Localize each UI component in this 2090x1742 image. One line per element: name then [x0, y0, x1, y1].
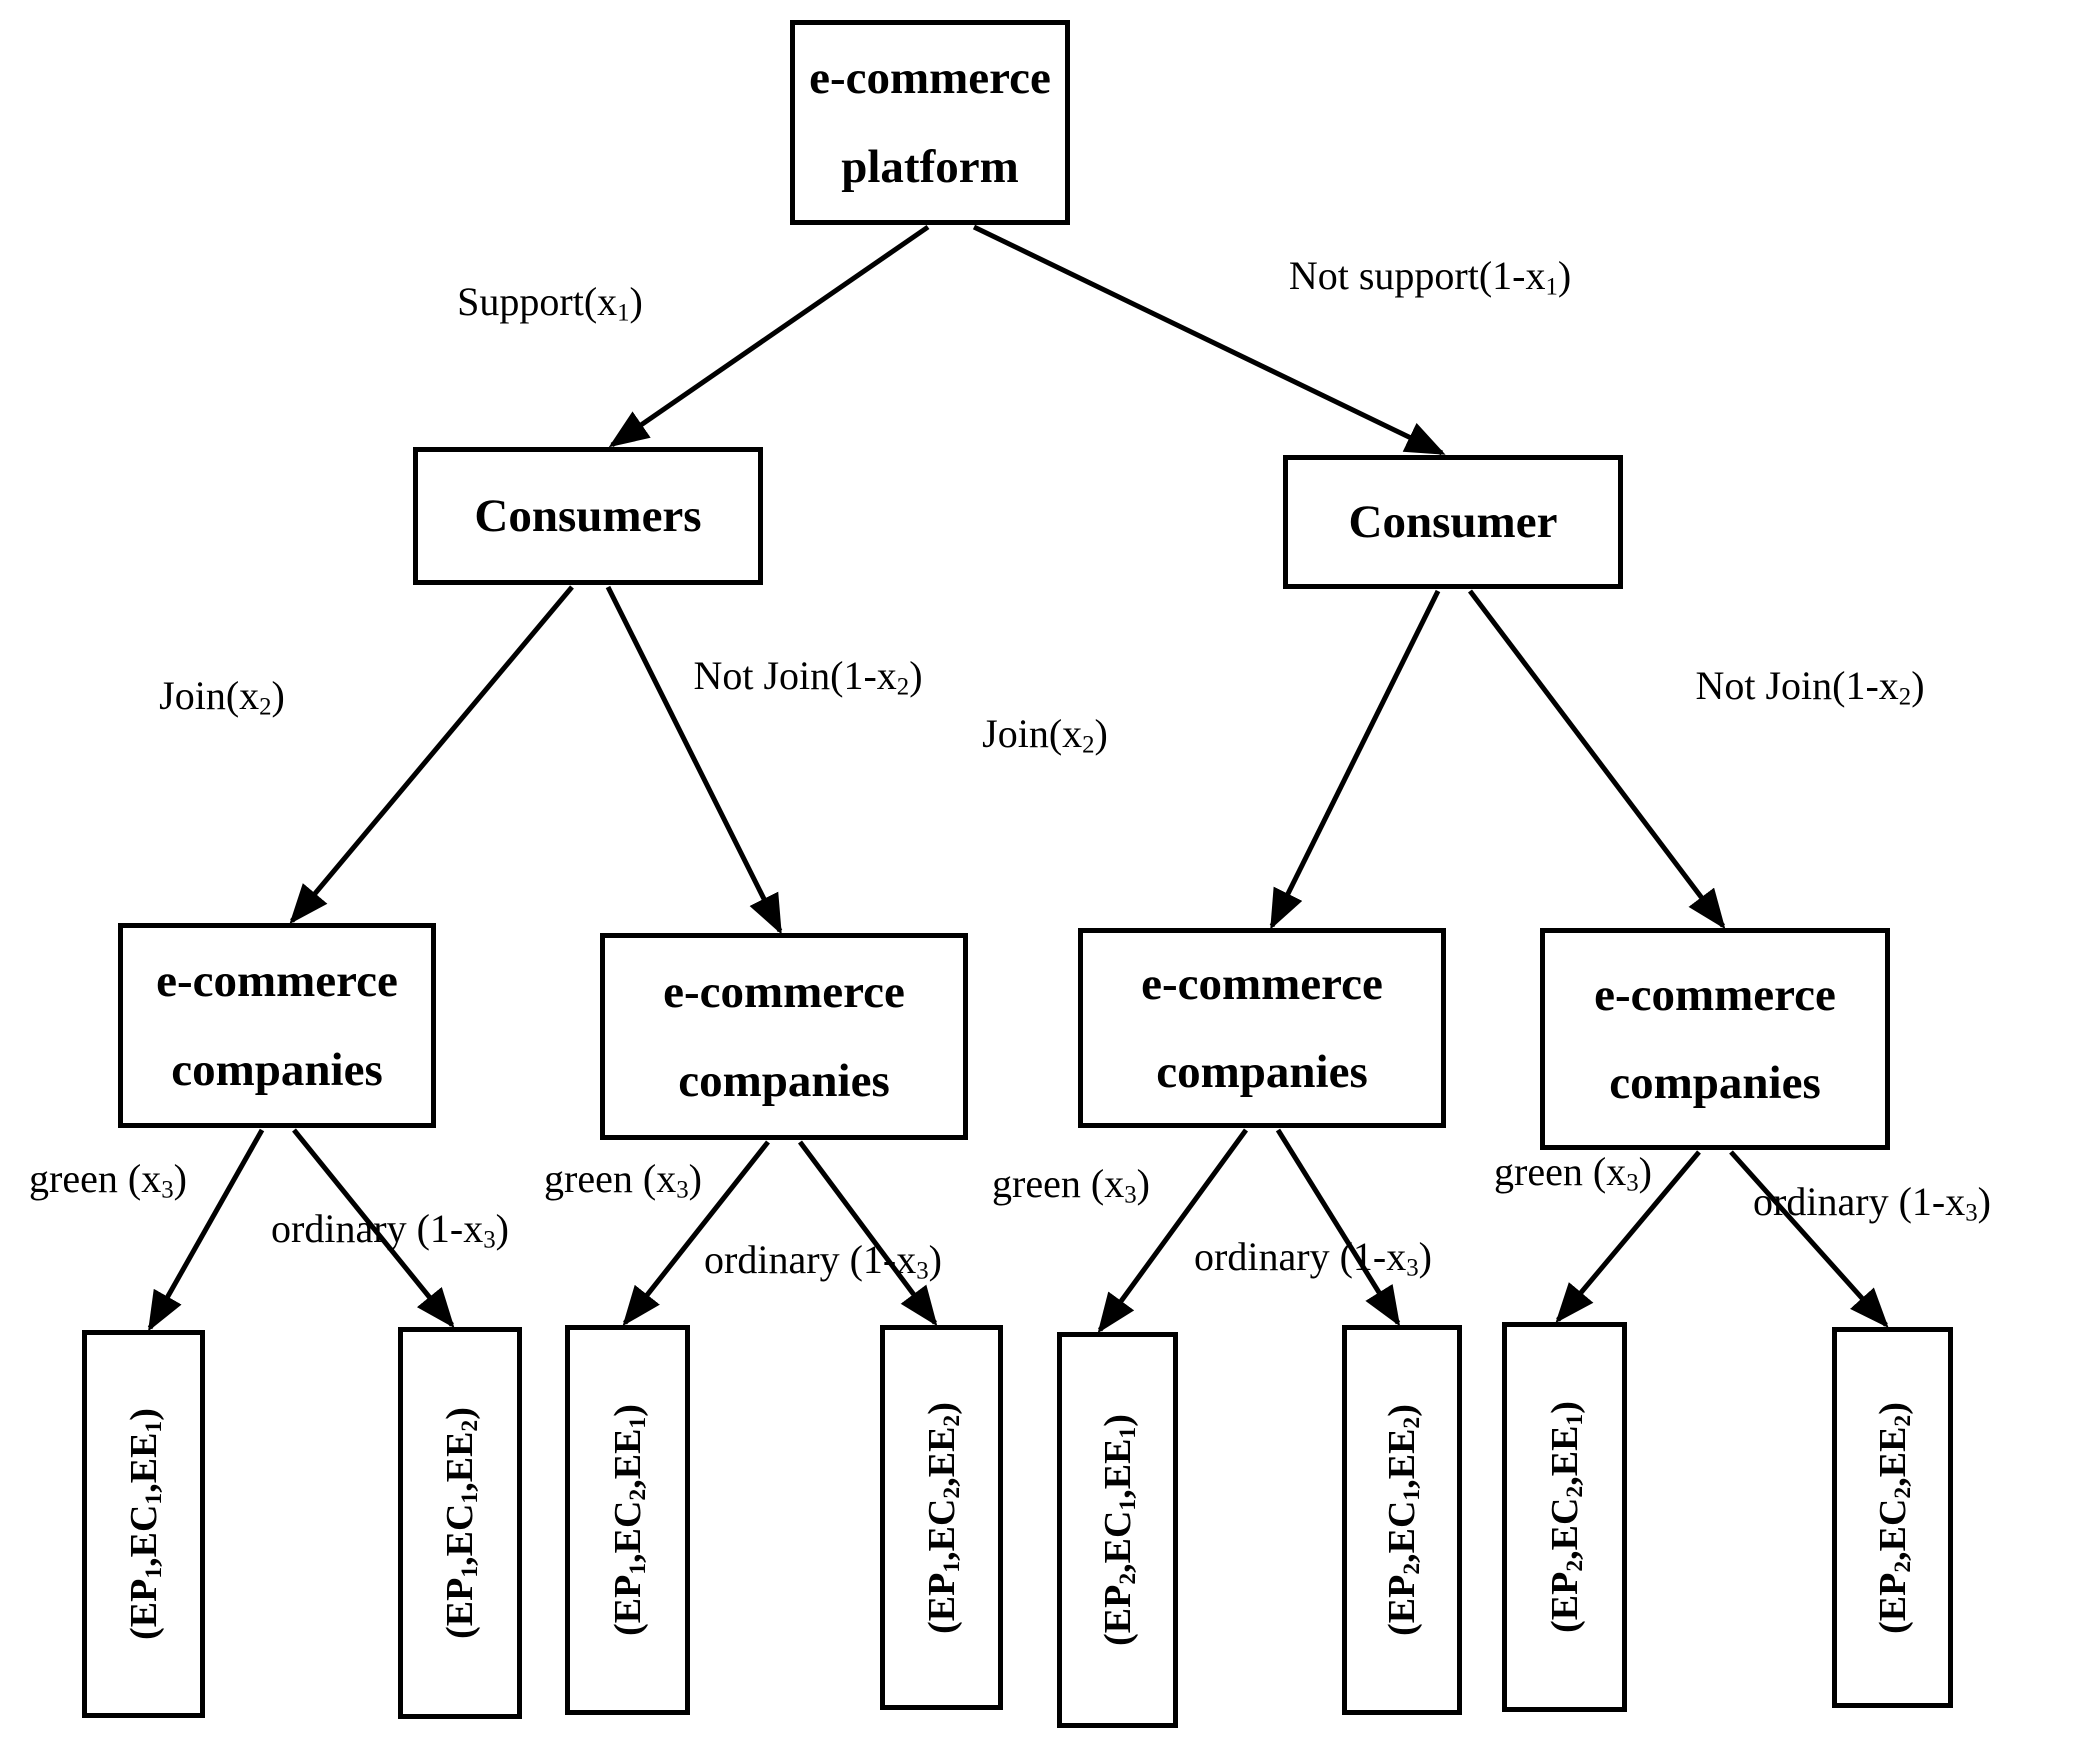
- node-label-line: e-commerce: [809, 52, 1051, 105]
- node-consumers-left: Consumers: [413, 447, 763, 585]
- branch-label-ordinary-4: ordinary (1-x3): [1753, 1179, 1991, 1227]
- edge-green-4: [1555, 1150, 1701, 1324]
- edge-not-join-right: [1468, 589, 1726, 930]
- edge-ordinary-2: [797, 1140, 938, 1327]
- node-ecommerce-companies-1: e-commerce companies: [118, 923, 436, 1128]
- branch-label-not-join-left: Not Join(1-x2): [693, 653, 923, 701]
- leaf-outcome-1: (EP1,EC1,EE1): [82, 1330, 205, 1718]
- branch-label-green-4: green (x3): [1494, 1149, 1652, 1197]
- edge-green-1: [147, 1128, 265, 1332]
- node-label-line: e-commerce: [1594, 968, 1836, 1021]
- edge-support: [608, 224, 930, 448]
- leaf-label: (EP1,EC2,EE2): [920, 1401, 965, 1634]
- node-ecommerce-platform: e-commerce platform: [790, 20, 1070, 225]
- edge-ordinary-4: [1729, 1150, 1889, 1328]
- leaf-label: (EP2,EC2,EE2): [1871, 1401, 1916, 1634]
- leaf-outcome-8: (EP2,EC2,EE2): [1832, 1327, 1953, 1708]
- node-label-line: companies: [678, 1054, 890, 1107]
- branch-label-join-right: Join(x2): [982, 711, 1108, 759]
- leaf-outcome-6: (EP2,EC1,EE2): [1342, 1325, 1462, 1715]
- branch-label-ordinary-1: ordinary (1-x3): [271, 1206, 509, 1254]
- edge-not-join-left: [605, 585, 783, 935]
- branch-label-green-3: green (x3): [992, 1161, 1150, 1209]
- node-ecommerce-companies-4: e-commerce companies: [1540, 928, 1890, 1150]
- node-consumer-right: Consumer: [1283, 455, 1623, 589]
- leaf-label: (EP1,EC2,EE1): [606, 1404, 651, 1636]
- node-label-line: platform: [841, 140, 1019, 193]
- leaf-label: (EP2,EC1,EE1): [1096, 1414, 1141, 1646]
- branch-label-ordinary-2: ordinary (1-x3): [704, 1237, 942, 1285]
- node-label-line: companies: [171, 1043, 383, 1096]
- branch-label-not-join-right: Not Join(1-x2): [1695, 663, 1925, 711]
- leaf-outcome-2: (EP1,EC1,EE2): [398, 1327, 522, 1719]
- branch-label-ordinary-3: ordinary (1-x3): [1194, 1234, 1432, 1282]
- node-ecommerce-companies-3: e-commerce companies: [1078, 928, 1446, 1128]
- edge-ordinary-3: [1275, 1128, 1401, 1327]
- node-label-line: e-commerce: [156, 955, 398, 1008]
- node-label-line: e-commerce: [1141, 957, 1383, 1010]
- node-label-line: companies: [1156, 1046, 1368, 1098]
- leaf-outcome-5: (EP2,EC1,EE1): [1057, 1332, 1178, 1728]
- leaf-outcome-4: (EP1,EC2,EE2): [880, 1325, 1003, 1710]
- branch-label-not-support: Not support(1-x1): [1288, 253, 1572, 301]
- branch-label-green-2: green (x3): [544, 1156, 702, 1204]
- node-label-line: Consumer: [1348, 495, 1558, 548]
- leaf-label: (EP2,EC1,EE2): [1381, 1404, 1426, 1636]
- leaf-label: (EP1,EC1,EE2): [439, 1407, 484, 1639]
- edge-not-support: [972, 224, 1446, 456]
- edge-ordinary-1: [292, 1128, 455, 1329]
- branch-label-join-left: Join(x2): [159, 673, 285, 721]
- edge-join-left: [289, 585, 574, 925]
- leaf-label: (EP1,EC1,EE1): [122, 1408, 167, 1640]
- node-ecommerce-companies-2: e-commerce companies: [600, 933, 968, 1140]
- edge-green-2: [622, 1140, 770, 1327]
- edge-green-3: [1097, 1128, 1249, 1334]
- branch-label-support: Support(x1): [457, 279, 643, 327]
- node-label-line: Consumers: [474, 489, 702, 542]
- branch-label-green-1: green (x3): [29, 1156, 187, 1204]
- leaf-outcome-7: (EP2,EC2,EE1): [1502, 1322, 1627, 1712]
- node-label-line: e-commerce: [663, 966, 905, 1019]
- node-label-line: companies: [1609, 1057, 1821, 1109]
- leaf-outcome-3: (EP1,EC2,EE1): [565, 1325, 690, 1715]
- edge-join-right: [1269, 589, 1441, 930]
- leaf-label: (EP2,EC2,EE1): [1543, 1401, 1588, 1633]
